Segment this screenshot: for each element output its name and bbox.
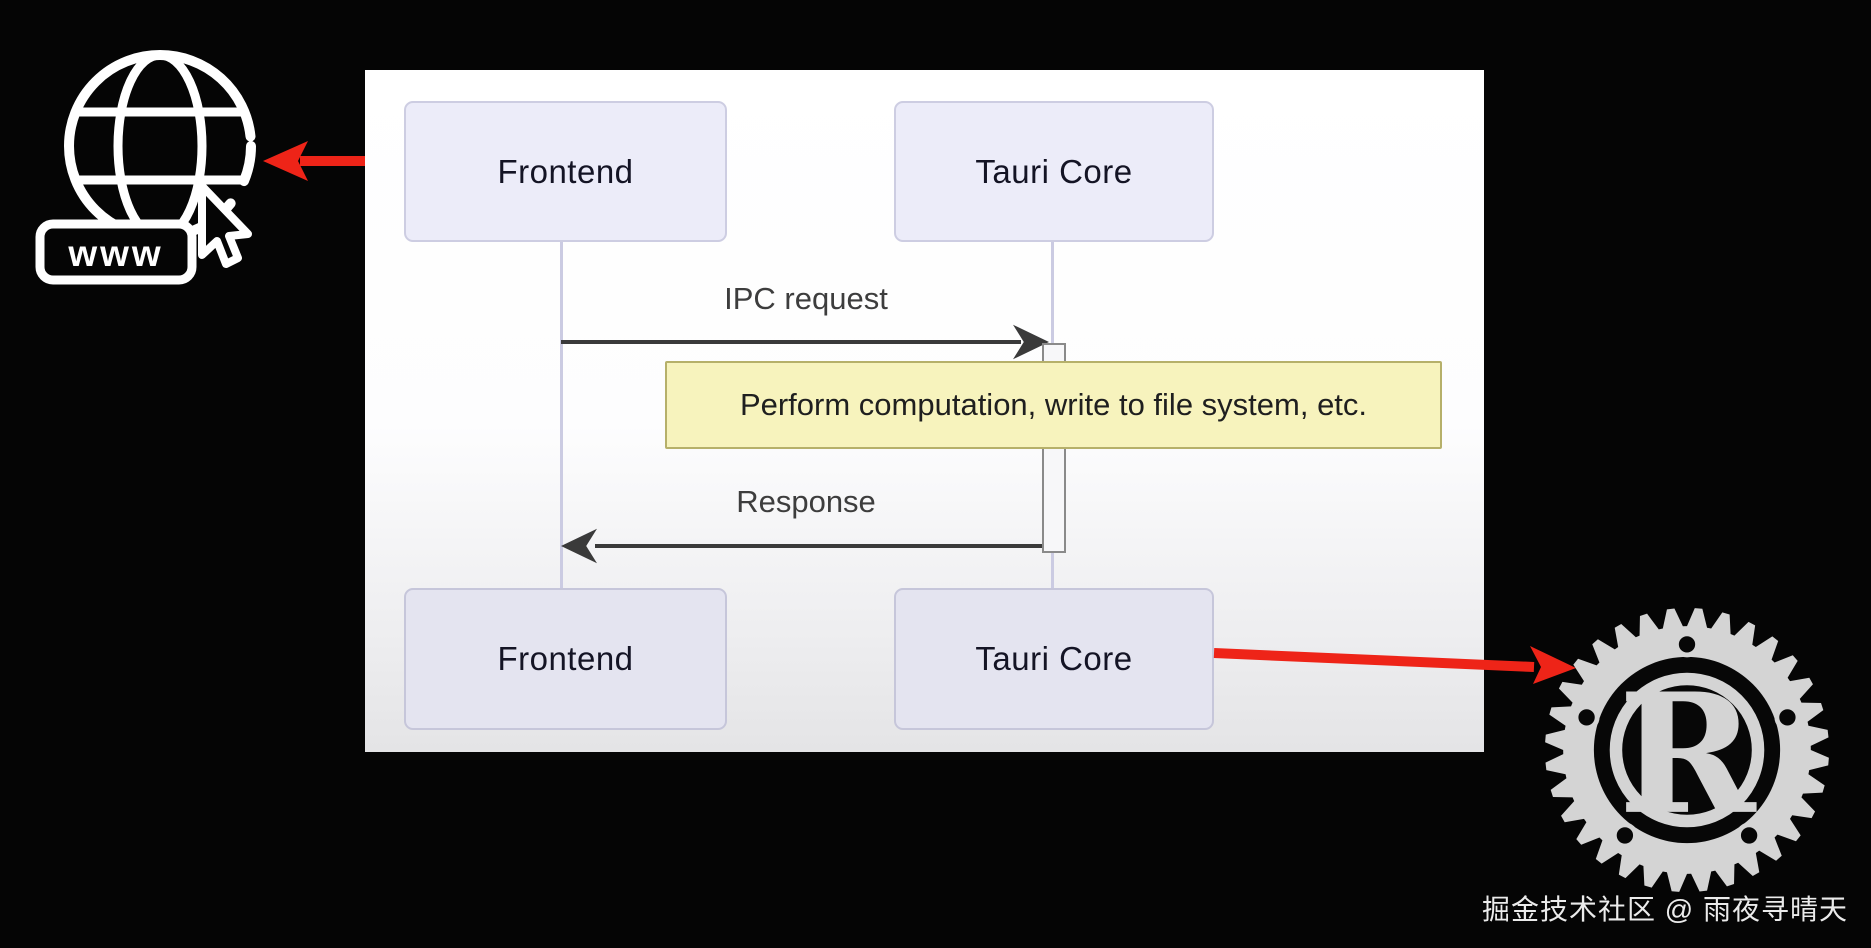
note-text: Perform computation, write to file syste… — [739, 387, 1368, 422]
actor-top-frontend-label: Frontend — [497, 152, 634, 190]
globe-meridian — [113, 50, 207, 242]
red-arrow-right-head — [1530, 646, 1576, 684]
actor-bottom-frontend-label: Frontend — [497, 640, 634, 677]
watermark-text: 掘金技术社区 @ 雨夜寻晴天 — [1482, 894, 1848, 925]
rust-bolt-hole — [1611, 822, 1638, 849]
actor-top-tauri-core: Tauri Core — [894, 101, 1214, 242]
actor-bottom-frontend: Frontend — [404, 588, 727, 730]
actor-top-tauri-core-label: Tauri Core — [975, 152, 1133, 190]
ipc-request-arrow — [561, 340, 1021, 344]
rust-bolt-hole — [1573, 704, 1600, 731]
red-arrow-to-rust — [1213, 646, 1576, 684]
actor-top-frontend: Frontend — [404, 101, 727, 242]
www-badge — [35, 219, 197, 285]
sequence-diagram-panel: Frontend Tauri Core IPC request Perform … — [365, 70, 1484, 752]
message-label-ipc-request: IPC request — [724, 281, 888, 316]
cursor-icon — [198, 182, 252, 268]
rust-bolt-hole — [1736, 822, 1763, 849]
note-box: Perform computation, write to file syste… — [665, 361, 1442, 449]
actor-bottom-tauri-core: Tauri Core — [894, 588, 1214, 730]
response-arrowhead — [561, 528, 597, 564]
response-arrow — [595, 544, 1042, 548]
message-label-response: Response — [736, 484, 876, 519]
rust-bolt-holes — [1573, 631, 1801, 849]
rust-logo: R — [1545, 608, 1829, 892]
lifeline-frontend — [560, 238, 563, 589]
actor-bottom-tauri-core-label: Tauri Core — [975, 640, 1133, 677]
www-badge-label: www — [67, 233, 163, 274]
rust-bolt-hole — [1774, 704, 1801, 731]
red-arrow-right-shaft — [1213, 648, 1535, 672]
rust-letter: R — [1618, 657, 1757, 851]
rust-bolt-hole — [1674, 631, 1700, 658]
rust-gear-band — [1609, 672, 1765, 828]
red-arrow-left-head — [263, 141, 308, 181]
globe-www-icon: www — [35, 50, 256, 285]
